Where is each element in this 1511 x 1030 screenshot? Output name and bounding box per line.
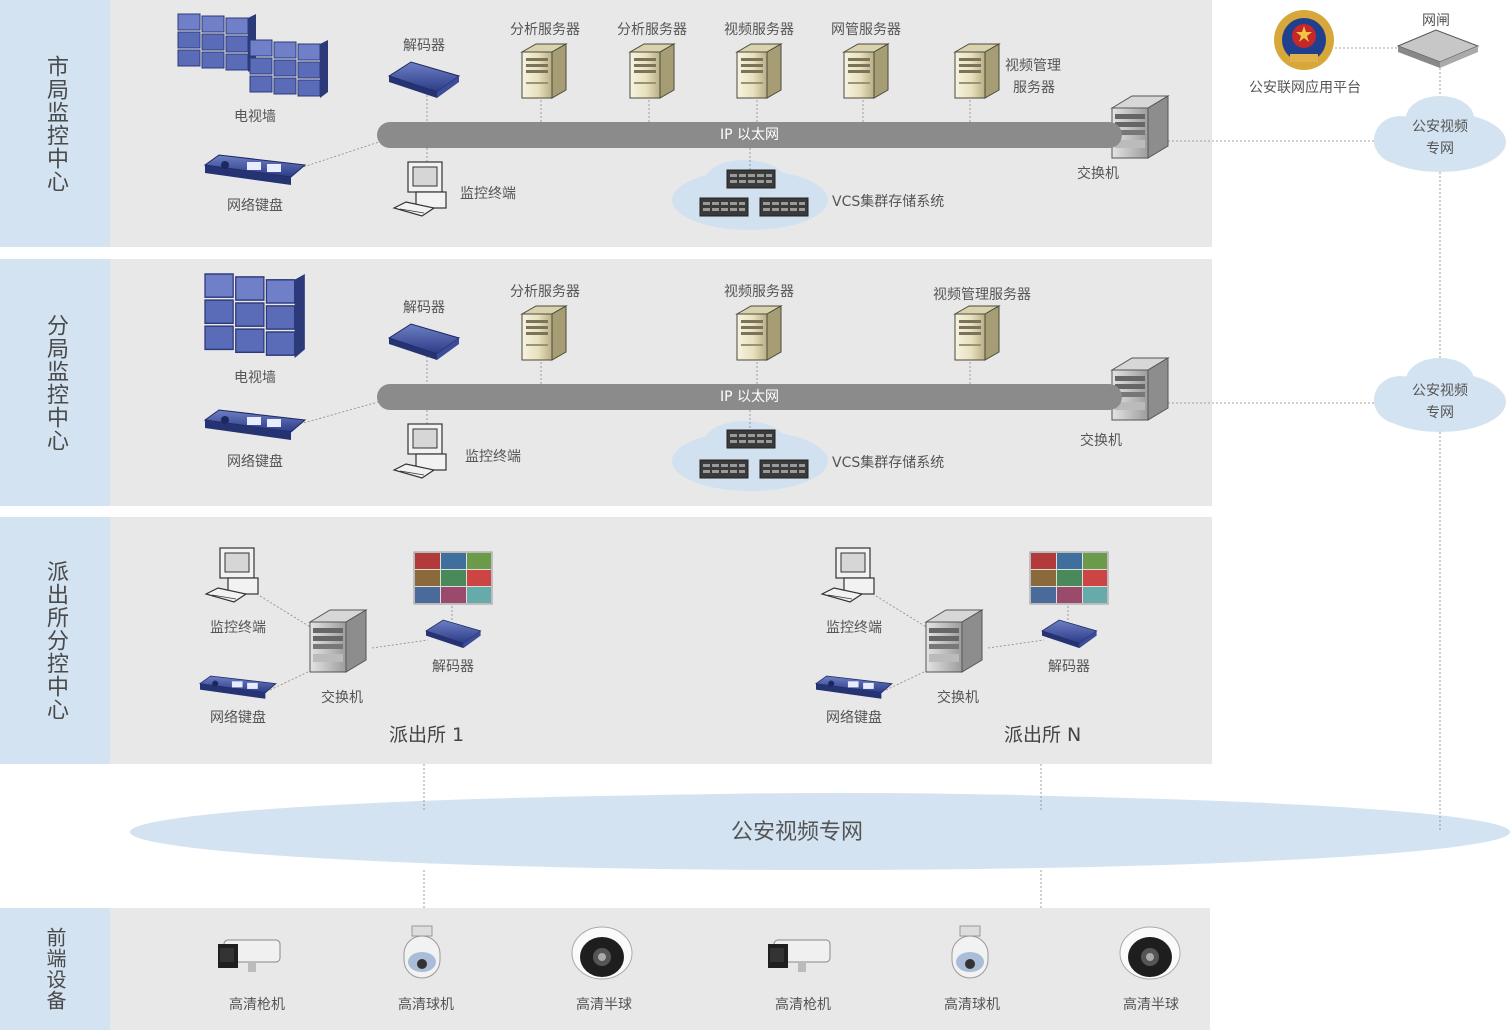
- storage-label: VCS集群存储系统: [832, 455, 945, 471]
- decoder-label: 解码器: [403, 38, 445, 54]
- half-dome-camera-icon: [1119, 926, 1181, 980]
- camera-label: 高清球机: [398, 997, 454, 1013]
- gateway-icon: [1396, 29, 1480, 68]
- half-dome-camera-icon: [571, 926, 633, 980]
- pc-icon: [393, 423, 447, 479]
- storage-icon: [699, 459, 749, 479]
- storage-icon: [726, 169, 776, 189]
- server-icon: [843, 43, 889, 99]
- bullet-camera-icon: [767, 939, 831, 973]
- keyboard-icon: [204, 154, 306, 186]
- cloud-label: 公安视频专网: [1412, 119, 1468, 157]
- video-server-label: 视频服务器: [724, 22, 794, 38]
- terminal-label: 监控终端: [210, 620, 266, 636]
- analysis-server-label: 分析服务器: [617, 22, 687, 38]
- station-name: 派出所 1: [389, 724, 465, 746]
- gateway-label: 网闸: [1422, 13, 1450, 29]
- server-icon: [736, 43, 782, 99]
- station-name: 派出所 N: [1004, 724, 1082, 746]
- monitor-wall-icon: [413, 551, 493, 605]
- storage-icon: [726, 429, 776, 449]
- decoder-label: 解码器: [432, 659, 474, 675]
- tv-wall-icon: [249, 39, 329, 99]
- pc-icon: [205, 547, 259, 603]
- keyboard-icon: [815, 675, 893, 700]
- keyboard-icon: [199, 675, 277, 700]
- server-icon: [954, 43, 1000, 99]
- cloud-label: 公安视频专网: [1412, 383, 1468, 421]
- decoder-icon: [388, 61, 460, 99]
- storage-label: VCS集群存储系统: [832, 194, 945, 210]
- vms-label-line2: 服务器: [1013, 80, 1055, 96]
- decoder-label: 解码器: [403, 300, 445, 316]
- switch-label: 交换机: [1077, 166, 1119, 182]
- dome-camera-icon: [951, 925, 989, 979]
- ip-ethernet-bus: IP 以太网: [377, 384, 1122, 410]
- switch-label: 交换机: [321, 690, 363, 706]
- monitor-wall-icon: [1029, 551, 1109, 605]
- camera-label: 高清球机: [944, 997, 1000, 1013]
- tv-wall-label: 电视墙: [234, 109, 276, 125]
- nms-server-label: 网管服务器: [831, 22, 901, 38]
- vms-label-line1: 视频管理: [1005, 58, 1061, 74]
- bullet-camera-icon: [217, 939, 281, 973]
- police-emblem-icon: [1274, 10, 1334, 70]
- front-panel: [110, 908, 1210, 1030]
- terminal-label: 监控终端: [460, 186, 516, 202]
- platform-label: 公安联网应用平台: [1249, 80, 1361, 96]
- main-cloud-label: 公安视频专网: [730, 820, 864, 845]
- keyboard-icon: [204, 409, 306, 441]
- switch-label: 交换机: [937, 690, 979, 706]
- decoder-icon: [388, 323, 460, 361]
- pc-icon: [393, 161, 447, 217]
- switch-icon: [309, 609, 367, 673]
- terminal-label: 监控终端: [826, 620, 882, 636]
- camera-label: 高清枪机: [775, 997, 831, 1013]
- switch-icon: [1111, 95, 1169, 159]
- server-icon: [629, 43, 675, 99]
- decoder-icon: [1041, 619, 1097, 649]
- storage-icon: [699, 197, 749, 217]
- section-label-front: 前端设备: [0, 908, 110, 1030]
- server-icon: [736, 305, 782, 361]
- section-label-branch: 分局监控中心: [0, 259, 110, 506]
- ip-ethernet-bus: IP 以太网: [377, 122, 1122, 148]
- camera-label: 高清半球: [1123, 997, 1179, 1013]
- tv-wall-icon: [204, 273, 306, 359]
- section-label-city: 市局监控中心: [0, 0, 110, 247]
- server-icon: [521, 305, 567, 361]
- keyboard-label: 网络键盘: [826, 710, 882, 726]
- keyboard-label: 网络键盘: [227, 454, 283, 470]
- main-cloud-shape: [130, 793, 1510, 870]
- switch-icon: [1111, 357, 1169, 421]
- vms-label: 视频管理服务器: [933, 287, 1031, 303]
- server-icon: [954, 305, 1000, 361]
- camera-label: 高清半球: [576, 997, 632, 1013]
- switch-label: 交换机: [1080, 433, 1122, 449]
- terminal-label: 监控终端: [465, 449, 521, 465]
- section-label-station: 派出所分控中心: [0, 517, 110, 764]
- decoder-label: 解码器: [1048, 659, 1090, 675]
- analysis-server-label: 分析服务器: [510, 284, 580, 300]
- pc-icon: [821, 547, 875, 603]
- cloud-right-1: [1374, 96, 1506, 172]
- switch-icon: [925, 609, 983, 673]
- analysis-server-label: 分析服务器: [510, 22, 580, 38]
- station-panel: [110, 517, 1212, 764]
- keyboard-label: 网络键盘: [210, 710, 266, 726]
- keyboard-label: 网络键盘: [227, 198, 283, 214]
- cloud-right-2: [1374, 358, 1506, 432]
- video-server-label: 视频服务器: [724, 284, 794, 300]
- decoder-icon: [425, 619, 481, 649]
- storage-icon: [759, 197, 809, 217]
- storage-icon: [759, 459, 809, 479]
- camera-label: 高清枪机: [229, 997, 285, 1013]
- tv-wall-icon: [177, 13, 257, 73]
- dome-camera-icon: [403, 925, 441, 979]
- server-icon: [521, 43, 567, 99]
- tv-wall-label: 电视墙: [234, 370, 276, 386]
